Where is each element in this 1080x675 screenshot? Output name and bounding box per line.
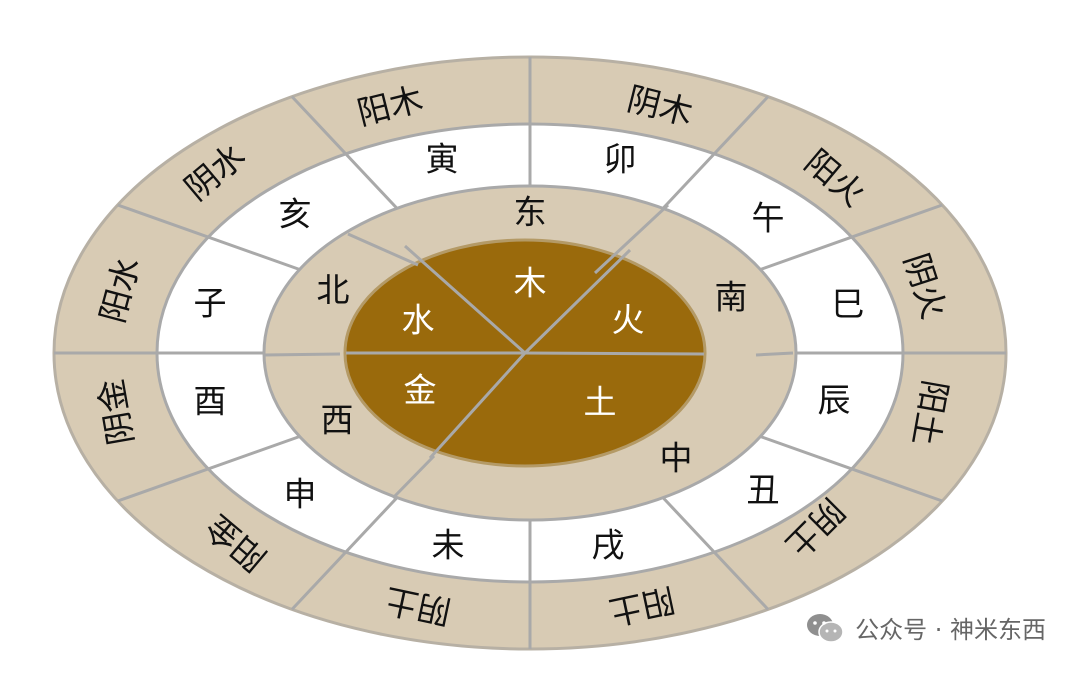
core-water: 水 [402, 301, 435, 340]
branch-label: 子 [194, 284, 227, 323]
direction-labels: 东 南 中 西 北 [317, 193, 748, 478]
ring-divider [117, 435, 301, 503]
ring-divider [759, 203, 943, 271]
ring-divider [290, 95, 399, 210]
branch-label: 辰 [818, 381, 851, 420]
branch-label: 申 [284, 475, 317, 514]
outer-dividers [54, 57, 1006, 649]
branch-label: 丑 [747, 471, 780, 510]
branch-label: 酉 [194, 382, 227, 421]
branch-label: 卯 [604, 140, 637, 179]
core-wood: 木 [514, 264, 547, 303]
ring-divider [290, 496, 399, 611]
direction-label-west: 西 [321, 401, 354, 440]
branch-label: 亥 [279, 195, 312, 234]
ring-divider [661, 496, 770, 611]
core-dividers [346, 244, 705, 460]
core-metal: 金 [404, 371, 437, 410]
direction-label-center: 中 [660, 439, 693, 478]
branch-label: 未 [432, 526, 465, 565]
watermark: 公众号 · 神米东西 [805, 610, 1046, 645]
branch-label: 戌 [592, 526, 625, 565]
direction-label-east: 东 [514, 193, 547, 232]
direction-label-south: 南 [715, 278, 748, 317]
watermark-text: 公众号 · 神米东西 [855, 616, 1046, 644]
core-earth: 土 [584, 383, 617, 422]
ring-divider [117, 203, 301, 271]
direction-dividers [263, 203, 794, 500]
core-fire: 火 [612, 301, 645, 340]
core-labels: 木 火 土 金 水 [402, 264, 645, 422]
branch-label: 寅 [426, 140, 459, 179]
branch-label: 巳 [832, 285, 865, 324]
direction-label-north: 北 [317, 271, 350, 310]
wechat-icon [807, 613, 844, 643]
branch-labels: 寅 卯 午 巳 辰 丑 戌 未 申 酉 子 亥 [194, 140, 865, 565]
ring-divider [759, 435, 943, 503]
branch-label: 午 [752, 199, 785, 238]
ring-divider [661, 95, 770, 210]
